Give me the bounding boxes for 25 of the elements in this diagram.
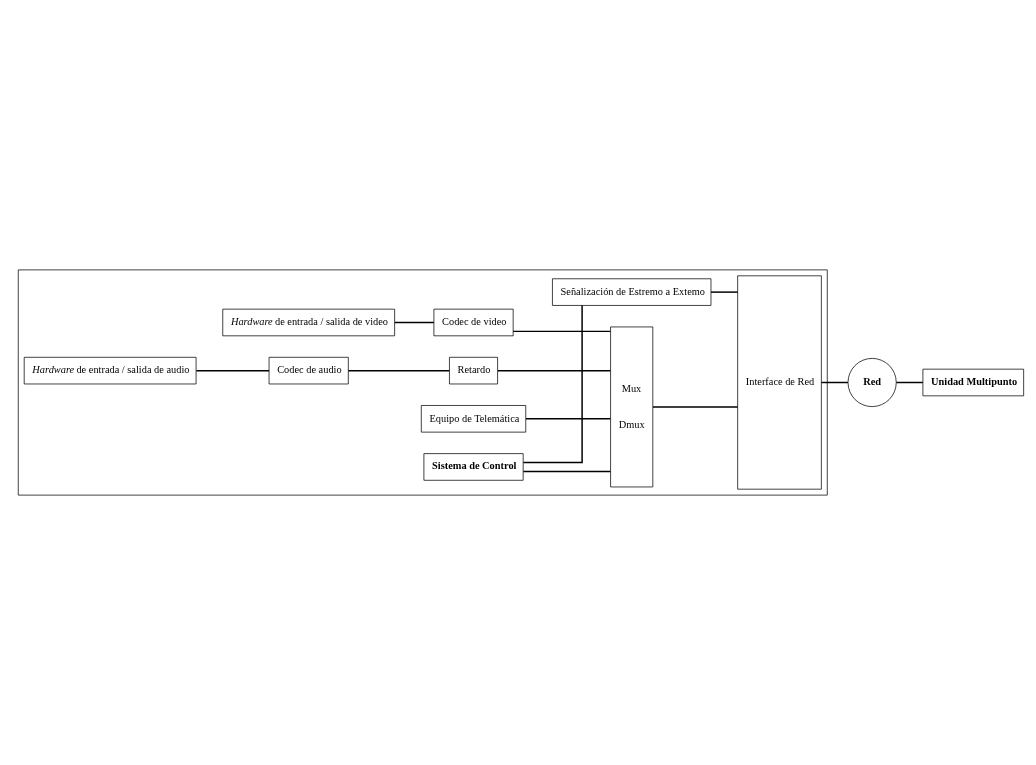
node-box: Interface de Red	[737, 275, 822, 490]
connector	[394, 321, 435, 324]
connector	[652, 406, 739, 408]
connector	[522, 304, 583, 464]
node-box: Hardware de entrada / salida de audio	[23, 356, 197, 385]
connector	[195, 369, 270, 372]
cluster	[17, 269, 828, 496]
connector	[512, 330, 612, 333]
node-box: Codec de video	[433, 308, 514, 337]
connector	[525, 418, 612, 420]
node-box: Retardo	[449, 356, 498, 385]
node-box: Equipo de Telemática	[420, 405, 527, 433]
connector	[347, 369, 450, 372]
node-box: Señalización de Estremo a Extemo	[552, 278, 712, 306]
node-circle: Red	[847, 358, 897, 407]
connector	[497, 369, 612, 372]
node-box: Codec de audio	[268, 356, 349, 385]
node-box: Mux Dmux	[610, 326, 654, 488]
node-box: Unidad Multipunto	[922, 368, 1024, 397]
connector	[895, 381, 924, 384]
node-box: Hardware de entrada / salida de video	[222, 308, 395, 337]
node-box: Sistema de Control	[423, 453, 524, 481]
connector	[522, 470, 612, 473]
connector	[710, 291, 739, 293]
connector	[820, 381, 849, 384]
